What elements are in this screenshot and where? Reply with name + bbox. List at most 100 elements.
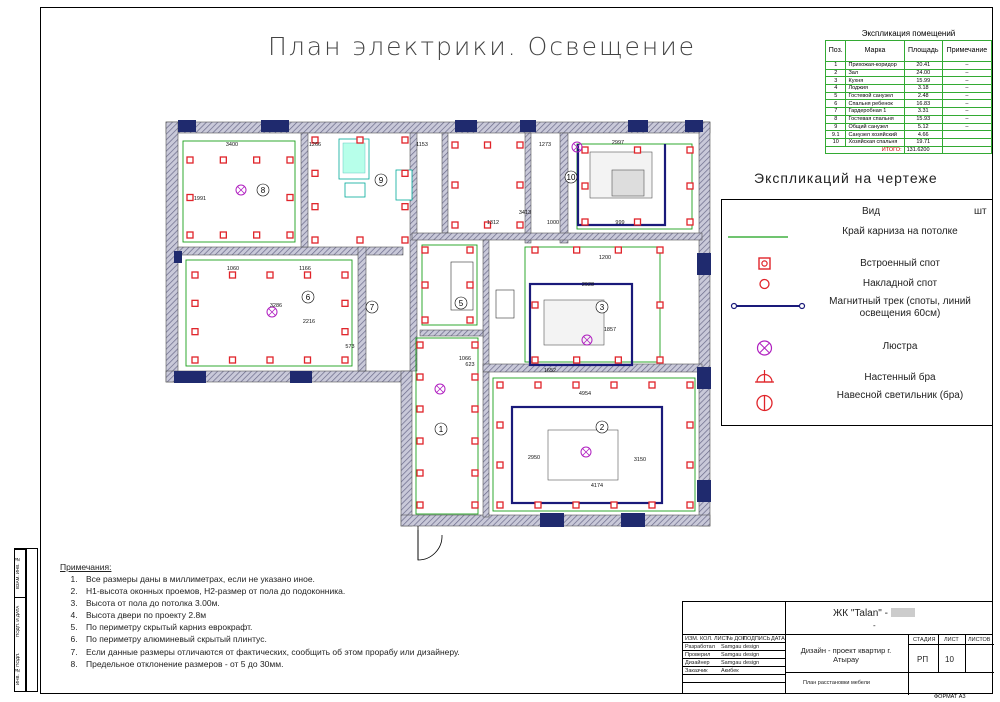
recessed-spot-icon (311, 169, 319, 177)
dimension-label: 4954 (579, 391, 591, 397)
svg-text:9: 9 (379, 176, 384, 185)
room-area: 19.71 (903, 137, 943, 147)
room-note: – (941, 99, 993, 109)
col-area: Площадь (903, 40, 943, 62)
spot-layer (186, 136, 694, 509)
recessed-spot-icon (228, 356, 237, 364)
dimension-label: 1200 (599, 255, 611, 261)
side-stamp: ВЗАМ. ИНВ. № ПОДП. И ДАТА ИНВ. № ПОДЛ. (14, 548, 38, 692)
recessed-spot-icon (286, 156, 294, 164)
wall-sconce-icon (755, 370, 774, 383)
recessed-spot-icon (356, 136, 364, 144)
recessed-spot-icon (686, 461, 694, 469)
room-number-label: 7 (365, 300, 379, 314)
dimension-label: 573 (345, 344, 354, 350)
svg-text:8: 8 (261, 186, 266, 195)
recessed-spot-icon (341, 328, 349, 336)
recessed-spot-icon (581, 182, 589, 190)
dimension-label: 1060 (227, 266, 239, 272)
room-number-label: 9 (374, 173, 388, 187)
recessed-spot-icon (534, 381, 542, 389)
tb-header-sheet: ЛИСТ (714, 636, 729, 642)
dimension-label: 1312 (487, 220, 499, 226)
tb-name: Акибек (721, 668, 739, 674)
recessed-spot-icon (191, 299, 199, 307)
sheet-name: План расстановки мебели (803, 680, 870, 686)
recessed-spot-icon (266, 356, 274, 364)
recessed-spot-icon (466, 281, 474, 289)
page-title: План электрики. Освещение (268, 32, 697, 61)
svg-text:2: 2 (600, 423, 605, 432)
room-note: – (941, 68, 993, 78)
side-stamp-cell: ПОДП. И ДАТА (15, 597, 25, 645)
sheets-label: ЛИСТОВ (968, 637, 991, 643)
recessed-spot-icon (656, 356, 664, 364)
recessed-spot-icon (219, 231, 227, 239)
recessed-spot-icon (633, 218, 642, 226)
recessed-spot-icon (311, 136, 319, 144)
recessed-spot-icon (341, 356, 349, 364)
room-name: Гостевой санузел (845, 91, 905, 101)
recessed-spot-icon (451, 181, 459, 189)
legend-label: Настенный бра (864, 372, 936, 383)
recessed-spot-icon (303, 271, 312, 279)
recessed-spot-icon (253, 231, 261, 239)
recessed-spot-icon (191, 271, 199, 279)
svg-text:6: 6 (306, 293, 311, 302)
dimension-label: 1991 (194, 196, 206, 202)
recessed-spot-icon (483, 141, 492, 149)
room-pos: 4 (824, 84, 847, 93)
recessed-spot-icon (416, 405, 424, 413)
recessed-spot-icon (471, 469, 479, 477)
recessed-spot-icon (466, 316, 474, 324)
dimension-label: 999 (615, 220, 624, 226)
legend-item: Настенный бра (722, 364, 992, 390)
note-item: Предельное отклонение размеров - от 5 до… (80, 659, 460, 671)
room-area: 15.99 (903, 76, 943, 86)
chandelier-icon (580, 446, 592, 458)
room-note: – (941, 114, 993, 124)
svg-text:7: 7 (370, 303, 375, 312)
room-pos: 2 (824, 68, 847, 78)
room-pos: 7 (824, 107, 847, 116)
recessed-spot-icon (421, 281, 429, 289)
dimension-label: 3400 (226, 142, 238, 148)
tb-role: Дизайнер (685, 660, 710, 666)
tb-header-date: ДАТА (771, 636, 785, 642)
side-stamp-cell: ИНВ. № ПОДЛ. (15, 652, 20, 686)
svg-text:5: 5 (459, 299, 464, 308)
room-name: Гардеробная 1 (845, 107, 905, 116)
room-note (941, 137, 993, 147)
tb-role: Проверил (685, 652, 711, 658)
room-note (941, 130, 993, 139)
project-title: ЖК "Talan" - (833, 608, 915, 619)
room-number-label: 10 (564, 170, 578, 184)
room-area: 24.00 (903, 68, 943, 78)
tb-name: Samgau design (721, 660, 760, 666)
room-pos: 8 (824, 114, 847, 124)
room-name: Общий санузел (845, 122, 905, 132)
recessed-spot-icon (686, 218, 694, 226)
project-dash: - (873, 621, 876, 630)
recessed-spot-icon (686, 421, 694, 429)
recessed-spot-icon (416, 437, 424, 445)
room-name: Спальня ребенок (845, 99, 905, 109)
note-item: Высота от пола до потолка 3.00м. (80, 598, 460, 610)
surface-spot-icon (759, 278, 770, 290)
note-item: Все размеры даны в миллиметрах, если не … (80, 574, 460, 586)
recessed-spot-icon (341, 271, 349, 279)
plan-walls (165, 120, 711, 561)
side-stamp-labels: ВЗАМ. ИНВ. № ПОДП. И ДАТА ИНВ. № ПОДЛ. (14, 548, 26, 692)
recessed-spot-icon (303, 356, 312, 364)
room-schedule-table: Экспликация помещений Поз. Марка Площадь… (824, 28, 993, 155)
recessed-spot-icon (686, 381, 694, 389)
recessed-spot-icon (686, 501, 694, 509)
note-item: По периметру алюминевый скрытый плинтус. (80, 634, 460, 646)
recessed-spot-icon (531, 301, 539, 309)
legend-col-qty: шт (974, 206, 987, 217)
recessed-spot-icon (421, 316, 429, 324)
chandelier-icon (571, 141, 583, 153)
